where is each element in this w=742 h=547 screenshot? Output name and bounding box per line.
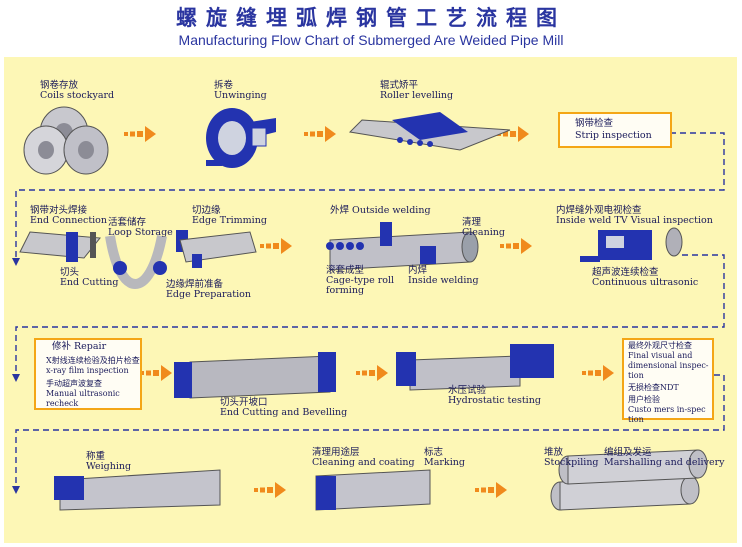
step-roller-en: Roller levelling [380,90,454,101]
step-endcut-en: End Cutting [60,277,119,288]
step-ultra-en: Continuous ultrasonic [592,277,699,288]
step-trim-en: Edge Trimming [192,215,267,226]
repair-manual-cn: 手动超声波复查 [46,379,102,388]
flow-arrow [497,126,529,142]
step-hydro-cn: 水压试验 [448,385,487,396]
step-mark-en: Marking [424,457,465,468]
step-cage-en2: forming [326,285,365,296]
step-marshal-en: Marshalling and delivery [604,457,725,468]
flow-arrow [500,238,532,254]
step-tv-en: Inside weld TV Visual inspection [556,215,713,226]
step-outside-label: 外焊 Outside welding [330,205,431,216]
step-inside-cn: 内焊 [408,265,428,276]
final-cust-cn: 用户检验 [628,395,660,404]
repair-box: 修补 Repair X射线连续检验及拍片检查 x-ray film inspec… [34,338,142,410]
leveller-illustration [348,112,511,151]
step-trim-cn: 切边缘 [192,205,221,216]
coating-illustration [315,469,431,511]
repair-xray-en: x-ray film inspection [46,366,129,375]
final-en1: Final visual and [628,351,693,360]
step-stock-en: Stockpiling [544,457,599,468]
edge-trimming-illustration [179,231,257,268]
chart-title-chinese: 螺旋缝埋弧焊钢管工艺流程图 [176,6,566,30]
chart-title-english: Manufacturing Flow Chart of Submerged Ar… [178,32,564,48]
step-hydro-en: Hydrostatic testing [448,395,541,406]
final-ndt: 无损检查NDT [628,383,679,392]
coils-illustration [23,106,109,175]
step-cleaning-cn: 清理 [462,217,482,228]
final-cust-en1: Custo mers in-spec [628,405,706,414]
step-strip-en: Strip inspection [575,130,652,141]
step-weigh-en: Weighing [86,461,132,472]
step-strip-cn: 钢带检查 [575,118,614,129]
repair-manual-en1: Manual ultrasonic [46,389,120,398]
final-cn: 最终外观尺寸检查 [628,341,692,350]
flow-arrow [475,482,507,498]
final-en3: tion [628,371,644,380]
step-cage-en1: Cage-type roll [326,275,395,286]
step-coat-en: Cleaning and coating [312,457,415,468]
step-coat-cn: 清理用途层 [312,447,360,458]
repair-manual-en2: recheck [46,399,79,408]
repair-title: 修补 Repair [52,341,107,352]
end-connection-illustration [19,231,101,262]
bevelling-illustration [174,352,336,399]
hydro-tester-illustration [396,344,554,391]
step-tv-cn: 内焊缝外观电视检查 [556,205,642,216]
unwinder-illustration [206,108,276,168]
dashed-flow-path [15,132,725,490]
step-stock-cn: 堆放 [544,447,564,458]
step-end-conn-cn: 钢带对头焊接 [30,205,88,216]
step-cleaning-en: Cleaning [462,227,505,238]
step-weigh-cn: 称重 [86,451,106,462]
step-end-conn-en: End Connection [30,215,108,226]
step-inside-en: Inside welding [408,275,479,286]
final-en2: dimensional inspec- [628,361,709,370]
step-unwinging-en: Unwinging [214,90,267,101]
step-cage-cn: 滚套成型 [326,265,365,276]
flow-arrow [260,238,292,254]
pipe-stockpile-illustration [550,449,708,511]
step-mark-cn: 标志 [424,447,444,458]
tv-inspection-illustration [580,227,683,262]
flow-arrow [356,365,388,381]
step-ultra-cn: 超声波连续检查 [592,267,659,278]
path-arrowheads [12,258,20,494]
step-marshal-cn: 编组及发运 [604,447,652,458]
pipe-forming-illustration [326,222,479,271]
weighing-illustration [54,469,221,511]
step-endcut-cn: 切头 [60,267,80,278]
step-unwinging-cn: 拆卷 [214,80,234,91]
flow-arrows [124,126,614,498]
flow-arrow [140,365,172,381]
step-bevel-en: End Cutting and Bevelling [220,407,348,418]
step-edgeprep-cn: 边缘焊前准备 [166,279,224,290]
step-coils-cn: 钢卷存放 [40,80,79,91]
loop-storage-illustration [105,230,188,289]
step-loop-cn: 活套储存 [108,217,147,228]
flow-arrow [124,126,156,142]
strip-inspection-box: 钢带检查 Strip inspection [558,112,672,148]
flow-arrow [582,365,614,381]
step-edgeprep-en: Edge Preparation [166,289,251,300]
step-loop-en: Loop Storage [108,227,173,238]
flow-arrow [254,482,286,498]
final-inspection-box: 最终外观尺寸检查 Final visual and dimensional in… [622,338,714,424]
step-bevel-cn: 切头开坡口 [220,397,268,408]
step-coils-en: Coils stockyard [40,90,115,101]
step-roller-cn: 辊式矫平 [380,80,419,91]
flow-arrow [304,126,336,142]
repair-xray-cn: X射线连续检验及拍片检查 [46,356,140,365]
final-cust-en2: tion [628,415,644,424]
